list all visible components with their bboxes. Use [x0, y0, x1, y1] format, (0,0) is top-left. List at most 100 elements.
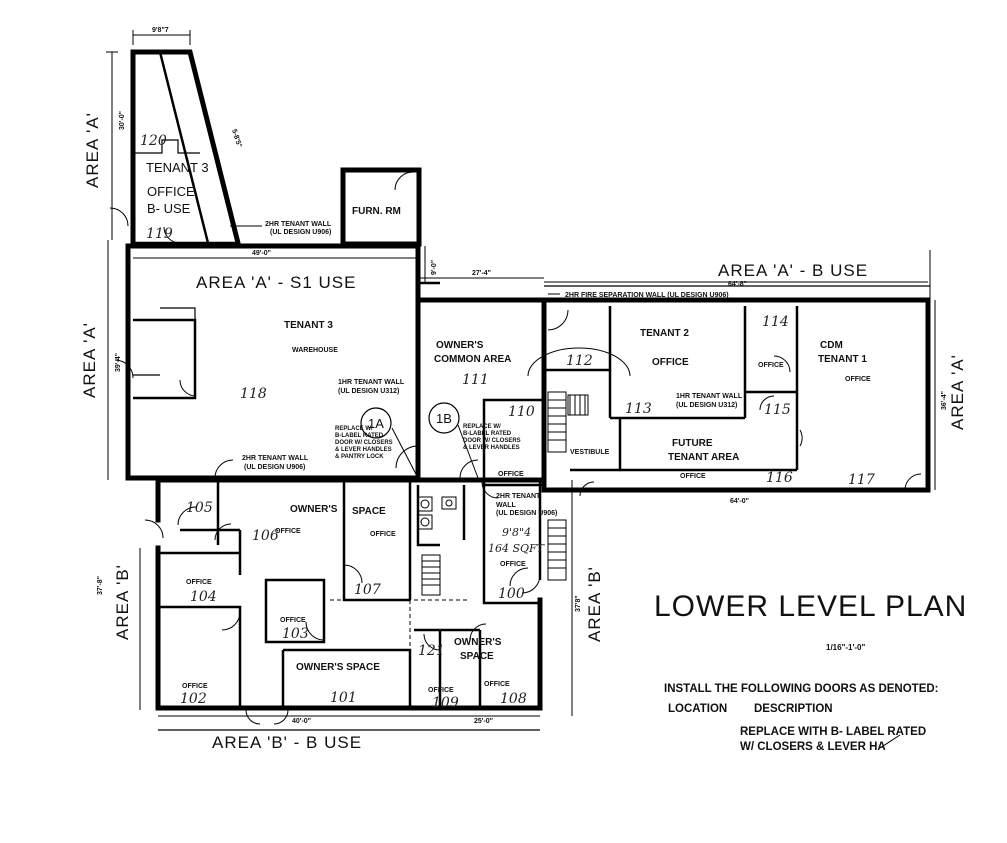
room-number-100: 100 — [498, 586, 525, 602]
room-number-112: 112 — [566, 353, 593, 369]
dim-slant: 5-8'5" — [230, 128, 243, 148]
room-labels: TENANT 3 OFFICE B- USE FURN. RM TENANT 3… — [146, 160, 871, 694]
area-a-left-mid: AREA 'A' — [80, 322, 99, 398]
room-cdm-office: OFFICE — [845, 376, 871, 383]
room-future-2: TENANT AREA — [668, 452, 739, 463]
area-a-left-top: AREA 'A' — [83, 112, 102, 188]
dim-9: 9'-0" — [431, 260, 438, 275]
room-number-109: 109 — [432, 695, 459, 711]
room-number-111: 111 — [462, 372, 489, 388]
room-number-105: 105 — [186, 500, 213, 516]
wall-note-2hr-r-2: WALL — [496, 502, 517, 509]
plan-scale: 1/16"-1'-0" — [826, 643, 865, 652]
area-b-mid: AREA 'B' — [585, 566, 604, 642]
area-labels: AREA 'A' AREA 'A' AREA 'A' AREA 'A' - B … — [80, 112, 967, 752]
replace-note-1b-4: & LEVER HANDLES — [463, 445, 520, 451]
room-office-109: OFFICE — [428, 687, 454, 694]
dim-top: 9'8"7 — [152, 27, 169, 34]
room-tenant2: TENANT 2 — [640, 328, 689, 339]
wall-note-2hr-r-3: (UL DESIGN U906) — [496, 510, 557, 517]
room-owners-space-top-2: SPACE — [352, 506, 386, 517]
area-b-b-use: AREA 'B' - B USE — [212, 733, 362, 752]
wall-note-1hr-t3-1: 1HR TENANT WALL — [338, 379, 405, 386]
room-office-110: OFFICE — [498, 471, 524, 478]
replace-note-1b-2: B-LABEL RATED — [463, 431, 512, 437]
title-block: LOWER LEVEL PLAN 1/16"-1'-0" INSTALL THE… — [654, 590, 967, 753]
room-number-103: 103 — [282, 626, 309, 642]
room-number-116: 116 — [766, 470, 793, 486]
area-a-s1-use: AREA 'A' - S1 USE — [196, 273, 357, 292]
replace-note-1a-2: B-LABEL RATED — [335, 433, 384, 439]
note-install: INSTALL THE FOLLOWING DOORS AS DENOTED: — [664, 683, 939, 695]
dim-64-top: 64'-8" — [728, 281, 747, 288]
room-number-114: 114 — [762, 314, 789, 330]
dim-27: 27'-4" — [472, 270, 491, 277]
room-owners-common-2: COMMON AREA — [434, 354, 511, 365]
room-furn: FURN. RM — [352, 206, 401, 217]
room-warehouse: WAREHOUSE — [292, 347, 338, 354]
room-number-108: 108 — [500, 691, 527, 707]
room-future-1: FUTURE — [672, 438, 713, 449]
room-number-113: 113 — [625, 401, 652, 417]
wall-note-2hr-low-1: 2HR TENANT WALL — [242, 455, 309, 462]
room-office-100: OFFICE — [500, 561, 526, 568]
room-office-b-use-2: B- USE — [147, 201, 191, 216]
dim-37: 37'8" — [575, 595, 582, 612]
sqft-note-1: 9'8"4 — [502, 526, 531, 539]
room-owners-space-top: OWNER'S — [290, 504, 338, 515]
wall-note-1hr-t2-1: 1HR TENANT WALL — [676, 393, 743, 400]
replace-note-1a-1: REPLACE W/ — [335, 426, 373, 432]
door-callouts: 1A 1B — [360, 402, 460, 439]
replace-note-1b-1: REPLACE W/ — [463, 424, 501, 430]
dim-right: 36'-4" — [941, 391, 948, 410]
room-owners-common-1: OWNER'S — [436, 340, 484, 351]
room-number-101: 101 — [330, 690, 357, 706]
callout-1b: 1B — [436, 411, 452, 426]
dim-left-top: 30'-0" — [119, 111, 126, 130]
room-office-103: OFFICE — [280, 617, 306, 624]
dim-49: 49'-0" — [252, 250, 271, 257]
room-office-104: OFFICE — [186, 579, 212, 586]
note-replace-1: REPLACE WITH B- LABEL RATED — [740, 726, 926, 738]
room-future-office: OFFICE — [680, 473, 706, 480]
dim-25: 25'-0" — [474, 718, 493, 725]
room-number-115: 115 — [764, 402, 791, 418]
room-cdm: CDM — [820, 340, 843, 351]
room-number-117: 117 — [848, 472, 875, 488]
wall-note-2hr-top-1: 2HR TENANT WALL — [265, 221, 332, 228]
room-owners-space-bottom: OWNER'S SPACE — [296, 662, 380, 673]
sqft-note-2: 164 SQFT — [488, 542, 546, 555]
dim-64-bottom: 64'-0" — [730, 498, 749, 505]
replace-note-1a-5: & PANTRY LOCK — [335, 454, 384, 460]
callout-1a: 1A — [368, 416, 384, 431]
room-vestibule: VESTIBULE — [570, 449, 610, 456]
replace-note-1b-3: DOOR W/ CLOSERS — [463, 438, 521, 444]
wall-notes: 2HR TENANT WALL (UL DESIGN U906) 2HR FIR… — [242, 221, 743, 517]
dim-left-mid: 39'-4" — [115, 353, 122, 372]
room-number-118: 118 — [240, 386, 267, 402]
wall-note-2hr-r-1: 2HR TENANT — [496, 493, 541, 500]
room-number-107: 107 — [354, 582, 381, 598]
replace-note-1a-4: & LEVER HANDLES — [335, 447, 392, 453]
room-tenant3-warehouse: TENANT 3 — [284, 320, 333, 331]
room-tenant3-top: TENANT 3 — [146, 160, 209, 175]
wall-note-1hr-t2-2: (UL DESIGN U312) — [676, 402, 737, 409]
room-number-104: 104 — [190, 589, 217, 605]
wall-note-fire-sep: 2HR FIRE SEPARATION WALL (UL DESIGN U906… — [565, 292, 729, 299]
room-office-107: OFFICE — [370, 531, 396, 538]
room-office-b-use-1: OFFICE — [147, 184, 195, 199]
note-replace-2: W/ CLOSERS & LEVER HA — [740, 741, 886, 753]
plan-title: LOWER LEVEL PLAN — [654, 590, 967, 623]
replace-note-1a-3: DOOR W/ CLOSERS — [335, 440, 393, 446]
wall-note-1hr-t3-2: (UL DESIGN U312) — [338, 388, 399, 395]
room-number-120: 120 — [140, 133, 167, 149]
room-cdm-tenant1: TENANT 1 — [818, 354, 867, 365]
room-office-114: OFFICE — [758, 362, 784, 369]
room-office-102: OFFICE — [182, 683, 208, 690]
room-office-108: OFFICE — [484, 681, 510, 688]
dimension-lines — [106, 30, 936, 749]
wall-note-2hr-top-2: (UL DESIGN U906) — [270, 229, 331, 236]
room-number-102: 102 — [180, 691, 207, 707]
room-office-106: OFFICE — [275, 528, 301, 535]
